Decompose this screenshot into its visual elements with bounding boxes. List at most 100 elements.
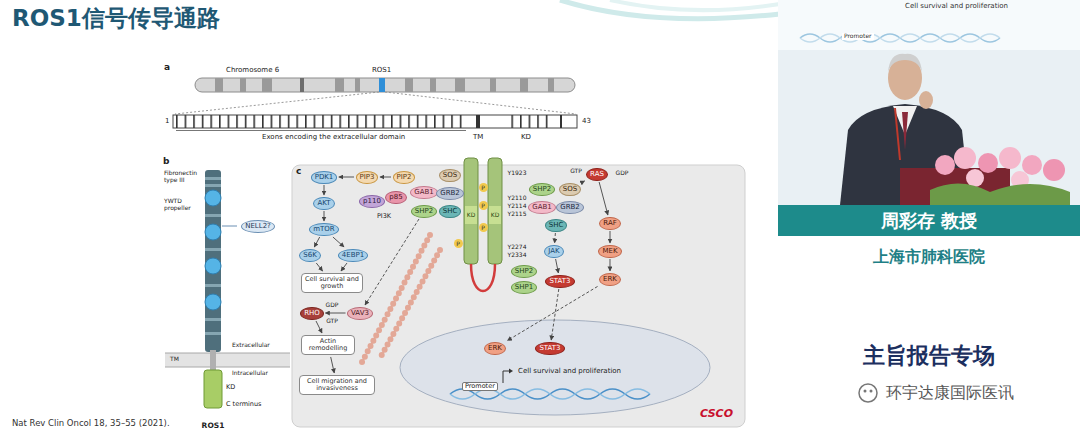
adaptor-node: GAB1: [528, 201, 555, 214]
affiliation: 上海市肺科医院: [873, 248, 985, 266]
signalling-panel: [292, 158, 745, 427]
protein-label: ROS1: [202, 422, 225, 431]
adaptor-node: SHC: [545, 219, 568, 232]
residue-label: Y2274: [508, 244, 527, 251]
node-label: Cell migration and invasiveness: [303, 378, 371, 393]
residue-label: Y1923: [508, 170, 527, 177]
node-label: GAB1: [532, 204, 551, 211]
node-label: SOS: [443, 172, 457, 179]
node-label: 周彩存 教授: [778, 205, 1080, 236]
node-label: GRB2: [440, 190, 460, 197]
phospho-mark: P: [479, 223, 488, 232]
slide-decoration: [560, 0, 780, 19]
watermark: 环宇达康国际医讯: [886, 384, 1014, 402]
node-label: VAV3: [351, 310, 369, 317]
protein-node: p85: [385, 191, 406, 204]
pathway-arrow: [325, 313, 345, 314]
phospho-mark: P: [479, 201, 488, 210]
node-label: STAT3: [549, 278, 570, 285]
node-label: GRB2: [560, 204, 580, 211]
pathway-arrow: [554, 233, 556, 243]
node-label: mTOR: [313, 226, 334, 233]
pathway-arrow: [507, 286, 597, 340]
node-label: SHC: [549, 222, 564, 229]
terminus-label: C terminus: [226, 401, 261, 408]
speaker-banner: 周彩存 教授: [778, 205, 1080, 236]
node-label: Actin remodelling: [305, 338, 351, 353]
source-caption: Nat Rev Clin Oncol 18, 35–55 (2021).: [12, 419, 170, 429]
pathway-arrow: [341, 263, 347, 271]
gtpase-node: RHO: [300, 307, 324, 320]
session-title: 主旨报告专场: [863, 343, 995, 368]
watermark-icon: [859, 384, 877, 402]
protein-node: S6K: [299, 249, 321, 262]
gene-label: ROS1: [372, 66, 391, 74]
pathway-arrow: [365, 219, 419, 305]
kinase-node: ERK: [484, 342, 506, 355]
node-label: AKT: [317, 200, 330, 207]
node-label: PIP2: [397, 174, 412, 181]
transcription-factor-node: STAT3: [545, 275, 574, 288]
node-label: RAF: [603, 220, 616, 227]
exon-number: 1: [165, 117, 169, 125]
phospho-mark: P: [454, 239, 463, 248]
protein-node: VAV3: [347, 307, 373, 320]
pathway-arrow: [331, 357, 335, 373]
pathway-arrow: [599, 182, 608, 215]
node-label: ERK: [488, 345, 502, 352]
domain-label: KD: [491, 212, 500, 219]
pathway-arrow: [380, 177, 391, 178]
slide-title: ROS1信号传导通路: [12, 5, 220, 31]
lipid-node: PIP3: [356, 171, 379, 184]
exon-number: 43: [582, 117, 591, 125]
adaptor-node: SHC: [439, 205, 462, 218]
screen-text: Cell survival and proliferation: [905, 2, 1008, 10]
pathway-arrow: [324, 185, 325, 195]
pathway-arrow: [583, 181, 585, 182]
node-label: NELL2?: [245, 223, 271, 230]
residue-label: Y2114: [508, 203, 527, 210]
pathway-arrow: [610, 231, 611, 243]
node-body: Promoter: [462, 382, 498, 391]
receptor-structure: [165, 170, 290, 408]
pathway-arrow: [609, 259, 610, 271]
node-label: MEK: [602, 248, 617, 255]
adaptor-node: GAB1: [410, 186, 437, 199]
nucleotide-label: GTP: [570, 168, 582, 175]
node-label: SHP2: [415, 208, 433, 215]
adaptor-node: GRB2: [436, 187, 464, 200]
pathway-arrow: [556, 259, 559, 273]
node-label: c: [296, 167, 301, 177]
outcome-box: Cell migration and invasiveness: [299, 375, 375, 396]
node-label: 4EBP1: [342, 252, 364, 259]
phosphatase-node: SHP2: [511, 265, 537, 278]
pathway-arrow: [551, 289, 559, 340]
adaptor-node: SOS: [559, 183, 581, 196]
domain-label: YWTD propeller: [164, 198, 204, 212]
kinase-node: MEK: [598, 245, 621, 258]
nucleotide-label: GDP: [326, 302, 339, 309]
node-label: JAK: [548, 248, 559, 255]
lipid-node: PIP2: [393, 171, 416, 184]
nucleotide-label: GDP: [616, 170, 629, 177]
transcription-factor-node: STAT3: [535, 342, 564, 355]
chromosome-figure: [173, 78, 577, 131]
node-label: p110: [363, 198, 381, 205]
outcome-box: Cell survival and growth: [301, 273, 363, 294]
kinase-node: ERK: [599, 273, 621, 286]
node-label: RHO: [304, 310, 320, 317]
ligand-node: NELL2?: [241, 220, 275, 233]
node-label: SHP1: [515, 284, 533, 291]
node-label: Cell survival and proliferation: [518, 367, 621, 375]
domain-label: KD: [226, 384, 235, 391]
nucleotide-label: GTP: [326, 318, 338, 325]
protein-node: 4EBP1: [338, 249, 368, 262]
residue-label: Y2115: [508, 211, 527, 218]
nucleus: Cell survival and proliferationPromoter E…: [400, 320, 710, 415]
pathway-arrow: [339, 177, 354, 178]
protein-node: AKT: [313, 197, 334, 210]
panel-letter: a: [164, 62, 170, 72]
domain-label: Exons encoding the extracellular domain: [262, 133, 405, 141]
pathway-arrow: [316, 321, 322, 333]
